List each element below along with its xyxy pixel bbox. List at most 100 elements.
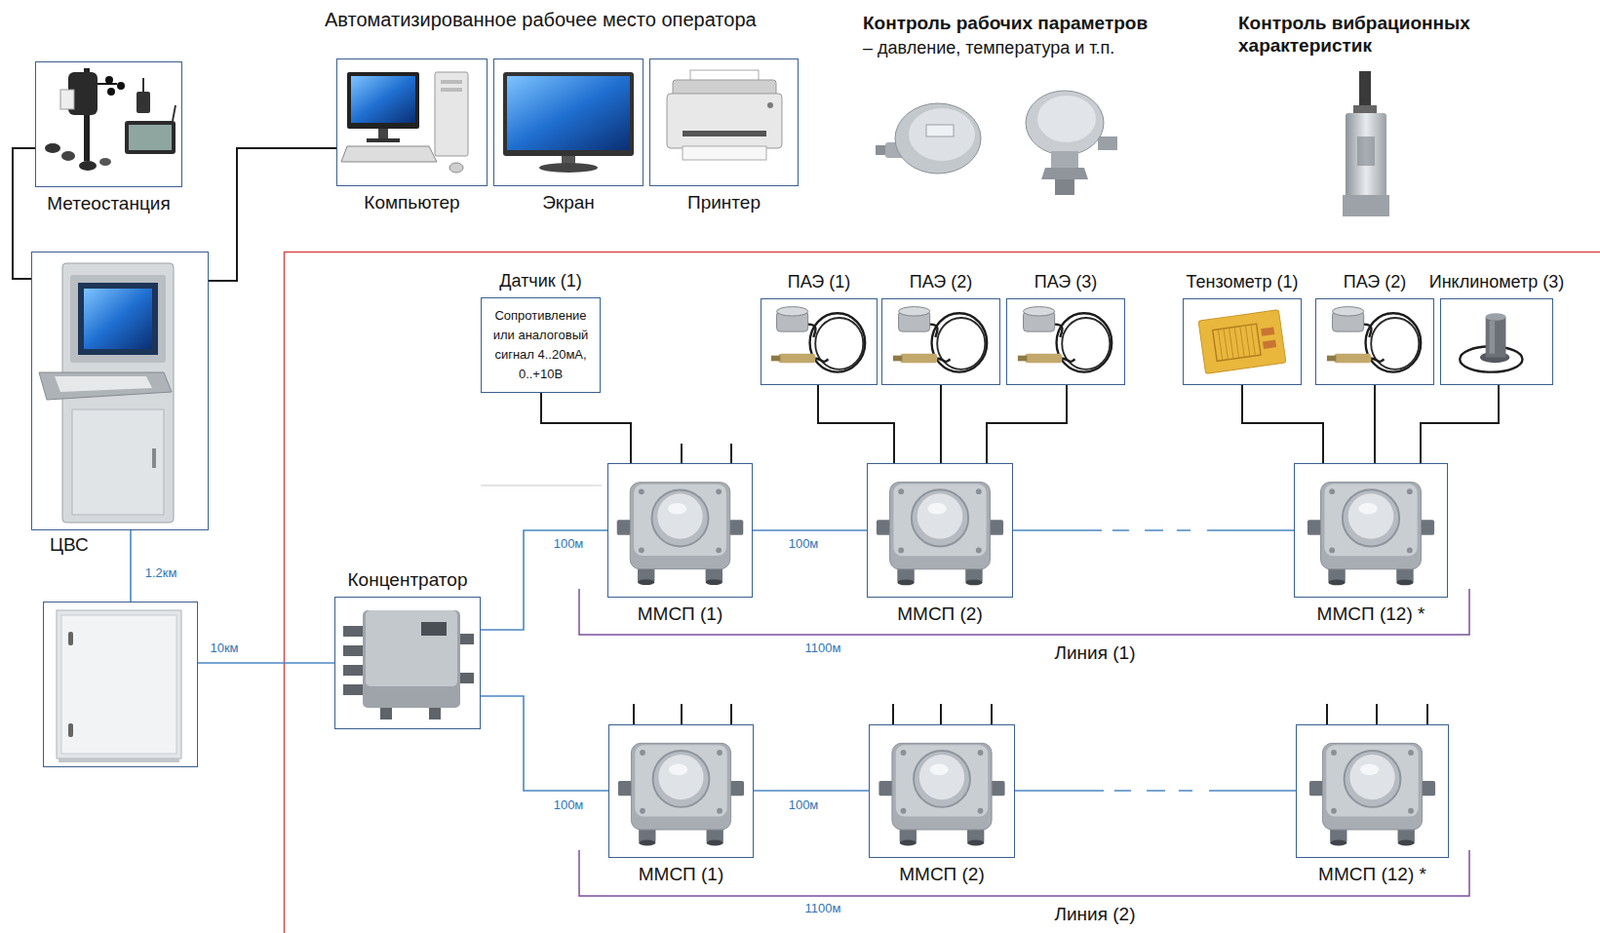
weather-station: [107, 87, 116, 96]
cabinet: [58, 758, 180, 763]
node-caption: Датчик (1): [499, 271, 582, 293]
node-caption: ММСП (12) *: [1318, 863, 1427, 887]
computer: [366, 138, 400, 143]
connector-line: [208, 148, 337, 281]
printer: [666, 93, 782, 149]
sensor-box: Тензометр (1): [1182, 298, 1302, 386]
module-box: ММСП (2): [868, 724, 1015, 859]
pressure-sensor: [895, 103, 981, 174]
node-body-text: Сопротивление или аналоговый сигнал 4..2…: [481, 302, 600, 389]
sensor-picture: [1017, 307, 1112, 373]
vibration-sensor: [1359, 71, 1371, 111]
printer: [666, 70, 782, 160]
printer: [767, 102, 774, 109]
weather-station: [117, 81, 125, 90]
server-kiosk: [78, 282, 158, 355]
vibration-sensor: [1345, 113, 1387, 197]
line-label: Линия (2): [1053, 903, 1138, 927]
connector-line: [818, 385, 895, 464]
server-kiosk: [70, 274, 166, 363]
node-caption: ММСП (2): [898, 863, 985, 887]
section-title: Автоматизированное рабочее место операто…: [324, 7, 757, 32]
vibration-sensor: [1342, 71, 1390, 217]
computer: [449, 162, 464, 173]
display-screen: [539, 162, 598, 173]
junction-box-picture: [878, 742, 1005, 846]
pressure-sensor: [1037, 95, 1096, 143]
connector-line: [197, 662, 335, 664]
section-heading: Контроль рабочих параметров: [862, 12, 1148, 36]
weather-station: [44, 143, 61, 154]
sensor-picture: [1326, 307, 1421, 373]
computer: [434, 72, 469, 157]
display-screen: [503, 72, 634, 157]
node-caption: Экран: [542, 192, 595, 215]
weather-station: [136, 91, 151, 114]
distance-label: 100м: [551, 536, 586, 552]
vibration-sensor: [1342, 195, 1390, 217]
node-caption: ЦВС: [49, 534, 89, 557]
vibration-sensor: [1357, 136, 1375, 166]
node-caption: Концентратор: [348, 569, 469, 592]
connector-line: [1373, 385, 1376, 464]
server-kiosk: [152, 448, 157, 469]
sensor-picture: [771, 307, 865, 373]
module-box: ММСП (2): [866, 463, 1014, 598]
computer: [341, 72, 469, 173]
connector-line: [1014, 789, 1296, 792]
sensor-box: ПАЭ (2): [1315, 298, 1435, 386]
node-caption: Инклинометр (3): [1429, 272, 1565, 294]
connector-line: [129, 530, 132, 602]
server-kiosk: [54, 376, 153, 392]
junction-box-picture: [876, 481, 1004, 586]
module-box: ММСП (12) *: [1293, 463, 1448, 598]
pressure-sensor: [1054, 179, 1075, 196]
module-box: ММСП (1): [608, 724, 754, 859]
node-caption: Метеостанция: [46, 193, 170, 216]
computer: [341, 146, 437, 162]
pressure-sensor: [875, 103, 981, 174]
node-caption: ПАЭ (2): [909, 272, 974, 294]
module-box: ММСП (1): [607, 463, 753, 598]
distance-label: 100м: [786, 536, 821, 552]
distance-label: 10км: [207, 640, 240, 657]
connector-line: [480, 696, 609, 791]
pressure-sensor: [1051, 151, 1079, 169]
junction-box-picture: [617, 481, 1436, 846]
computer: [351, 76, 416, 123]
cabinet: [56, 610, 182, 759]
node-caption: Тензометр (1): [1185, 272, 1298, 294]
input-stub: [1326, 703, 1428, 725]
pressure-sensor: [1041, 167, 1089, 180]
cabinet-box: [42, 601, 198, 768]
computer: [440, 87, 463, 92]
module-box: ММСП (12) *: [1295, 724, 1449, 859]
connector-line: [480, 530, 608, 630]
weather-station: [142, 78, 145, 92]
display-screen: [561, 156, 576, 164]
cabinet: [56, 610, 182, 763]
server-box: ЦВС: [31, 251, 209, 531]
line-label: Линия (1): [1053, 642, 1138, 665]
junction-box-picture: [618, 742, 744, 846]
sensor-box: Инклинометр (3): [1440, 298, 1554, 386]
connector-line: [986, 385, 1067, 464]
node-caption: ММСП (2): [897, 603, 983, 626]
node-caption: ПАЭ (2): [1343, 272, 1407, 294]
concentrator-box: [343, 645, 365, 657]
concentrator-box: [421, 622, 447, 636]
computer: [378, 128, 389, 139]
concentrator-box: [343, 610, 474, 720]
pressure-sensor: [908, 108, 976, 161]
connector-line: [541, 392, 631, 464]
device-box: Метеостанция: [35, 61, 183, 188]
sensor-picture: [771, 307, 1523, 375]
junction-box-picture: [1309, 742, 1436, 846]
distance-label: 100м: [786, 797, 821, 814]
printer: [682, 146, 767, 160]
sensor-box: ПАЭ (3): [1006, 298, 1126, 386]
device-box: Экран: [493, 58, 644, 187]
connector-line: [1013, 529, 1294, 532]
printer: [682, 130, 767, 137]
